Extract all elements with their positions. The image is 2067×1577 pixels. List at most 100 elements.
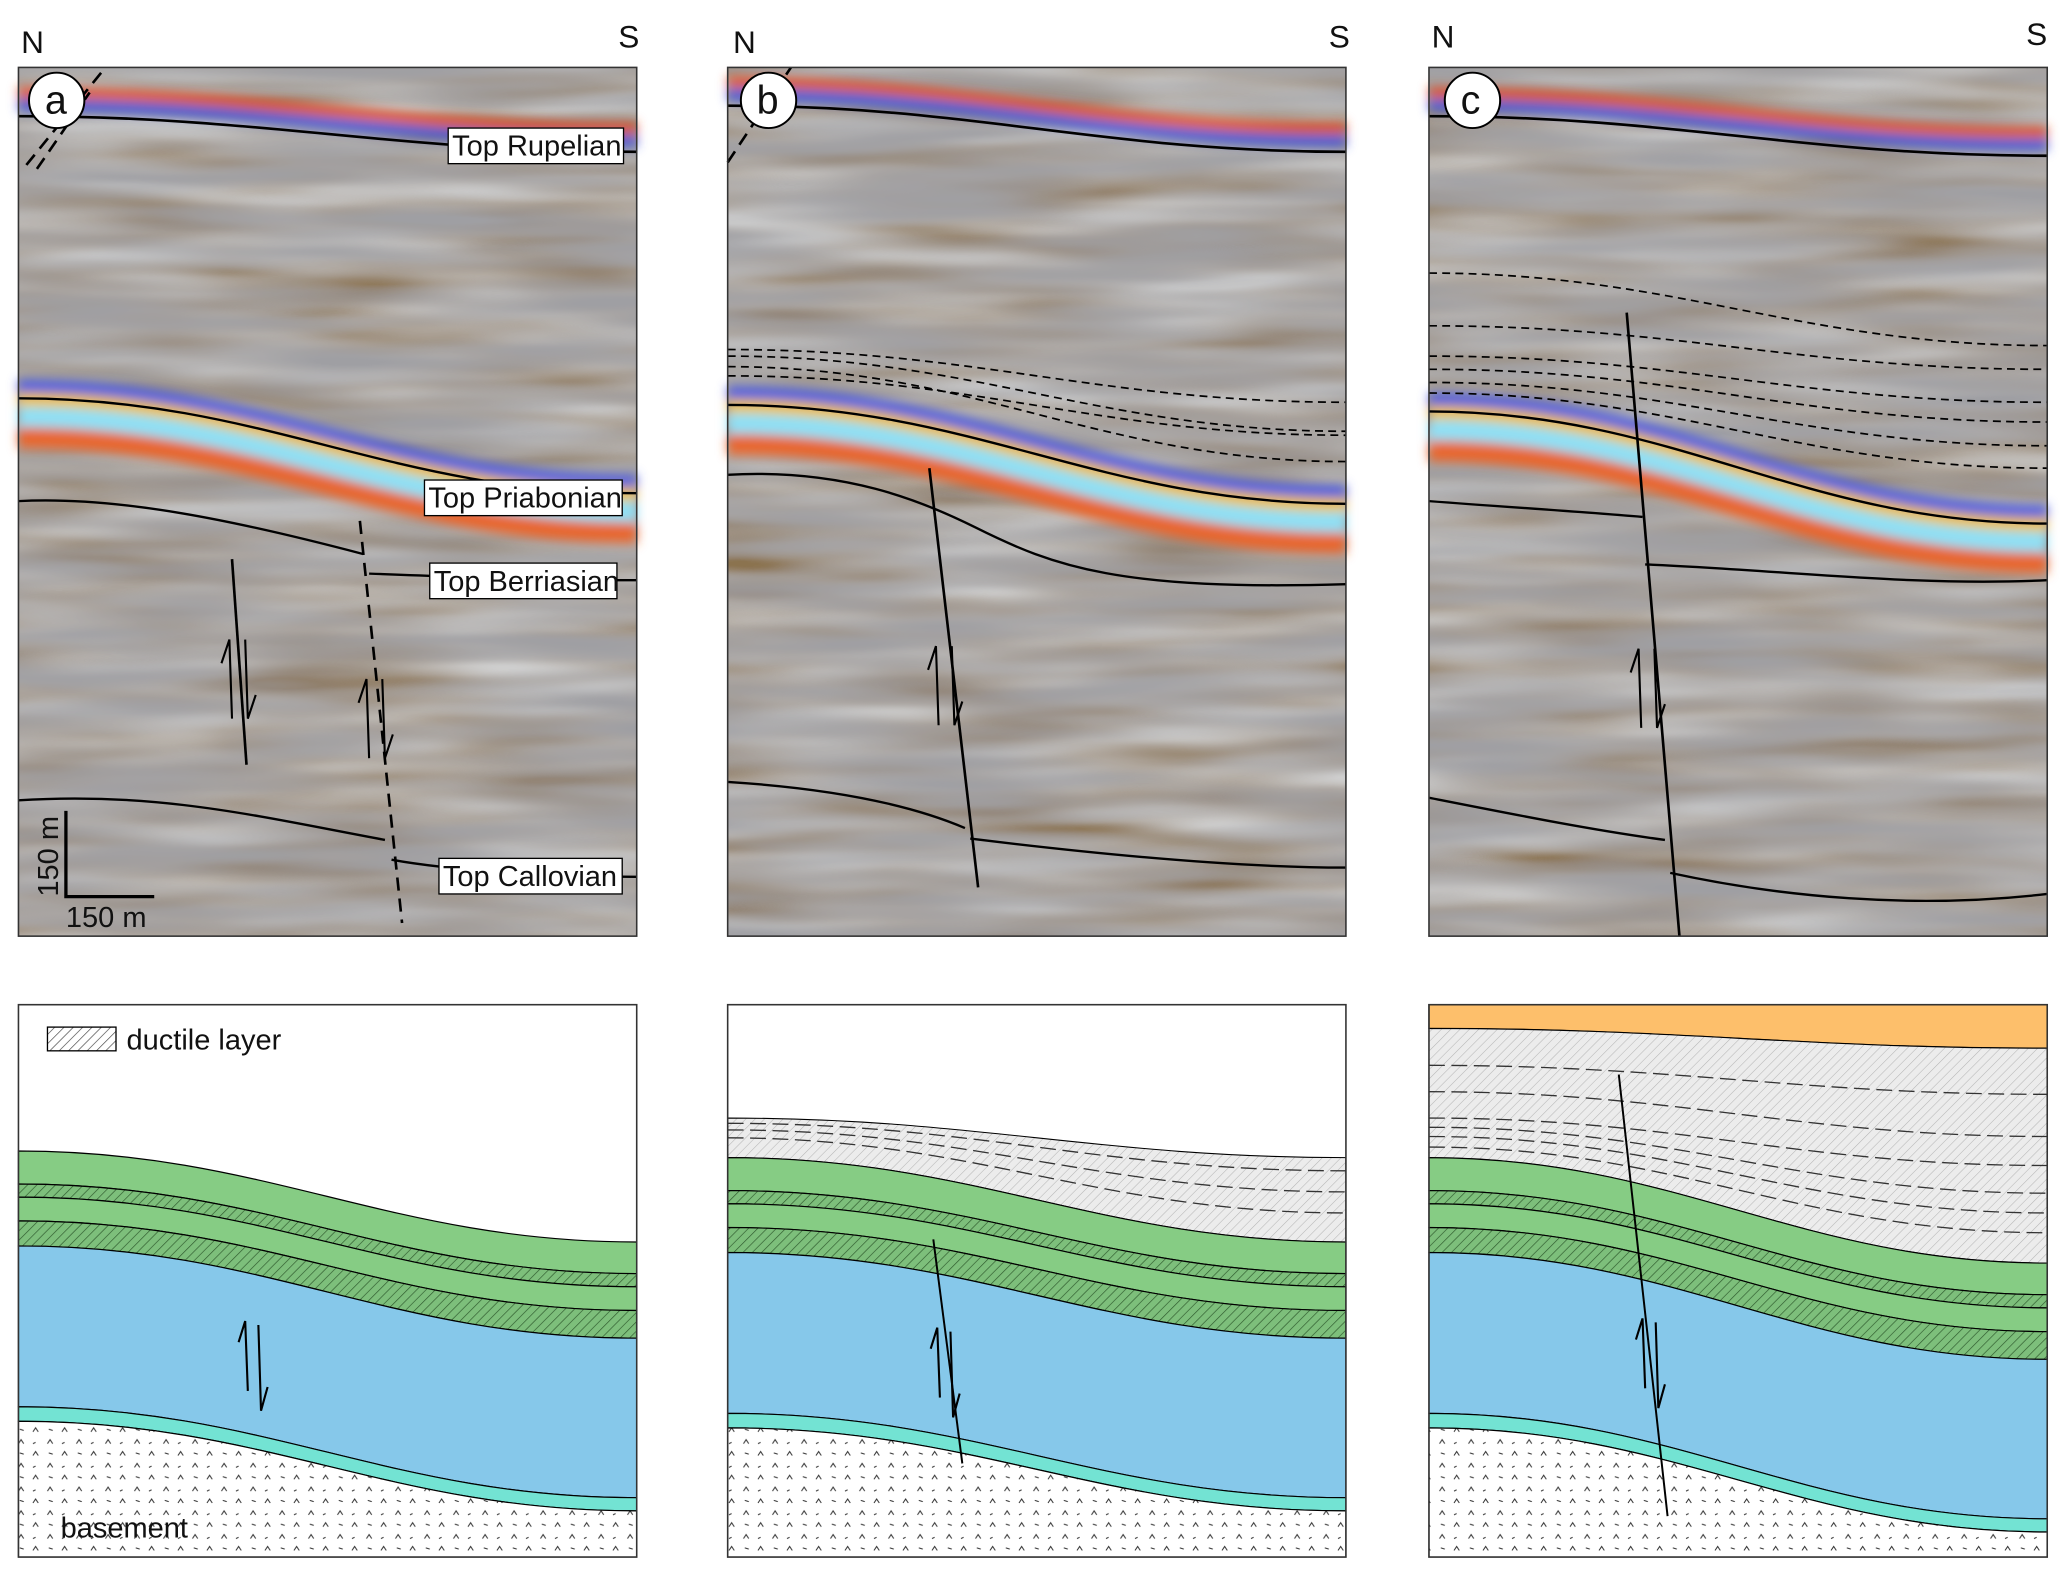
basement [727, 1427, 1347, 1558]
scale-horizontal-label: 150 m [66, 902, 147, 934]
dashed-horizon [1428, 355, 2048, 404]
fault-line [35, 91, 91, 170]
panel-frame [726, 66, 1347, 937]
north-label-c: N [1432, 19, 1455, 55]
red-band [1428, 440, 2048, 574]
upper-blue-band [1428, 100, 2048, 151]
legend-ductile-label: ductile layer [127, 1025, 282, 1057]
yellow-band [1428, 406, 2048, 532]
north-label-b: N [733, 24, 756, 60]
north-label-a: N [21, 24, 44, 60]
horizon-top-rupelian [1428, 114, 2048, 158]
label-top-rupelian: Top Rupelian [452, 131, 621, 163]
panel-frame [17, 66, 638, 937]
compass-labels: N S N S N S [21, 16, 2047, 60]
dashed-horizon [1428, 1117, 2048, 1167]
dashed-horizon [1428, 272, 2048, 347]
basement [1428, 1427, 2048, 1558]
upper-red-band [1428, 87, 2048, 138]
horizon-top-berriasian [727, 472, 1346, 587]
arrow-up [220, 639, 234, 719]
label-top-callovian: Top Callovian [443, 861, 617, 893]
cyan-band [727, 412, 1346, 533]
fault-motion-arrows-icon [1629, 648, 1666, 729]
fault-line [1617, 1074, 1669, 1517]
arrow-up [927, 645, 940, 726]
panel-frame [726, 1003, 1347, 1558]
ductile-legend-swatch [46, 1026, 117, 1052]
dashed-horizon [727, 375, 1346, 437]
red-band [727, 433, 1346, 554]
fault-motion-arrows-icon [1634, 1318, 1666, 1409]
arrow-down [381, 679, 394, 759]
horizon-top-callovian [727, 780, 1346, 869]
horizon-top-priabonian [1428, 410, 2048, 525]
south-label-b: S [1329, 19, 1350, 55]
model-panel-c [1428, 1003, 2049, 1558]
dashed-horizon [727, 1137, 1346, 1214]
dashed-horizon [1428, 1091, 2048, 1138]
horizon-top-berriasian [1428, 499, 2048, 583]
panel-frame [17, 1003, 638, 1558]
blue-band [727, 386, 1346, 499]
fault-motion-arrows-icon [927, 645, 964, 726]
arrow-down [1653, 648, 1666, 729]
blue-band [1428, 393, 2048, 519]
upper-red-band [18, 87, 637, 134]
label-top-priabonian: Top Priabonian [428, 483, 621, 515]
dashed-horizon [727, 348, 1346, 404]
arrow-down [244, 639, 257, 719]
dashed-horizon [1428, 368, 2048, 423]
basement [17, 1420, 638, 1558]
fault-line [358, 520, 404, 924]
dashed-horizon [1428, 324, 2048, 371]
dashed-horizon [1428, 1064, 2048, 1095]
dashed-horizon [727, 1122, 1346, 1172]
upper-red-band [727, 76, 1346, 134]
fault-motion-arrows-icon [357, 678, 394, 759]
model-panel-a [17, 1003, 638, 1558]
upper-blue-band [727, 89, 1346, 147]
seismic-panel-b [726, 66, 1347, 937]
dashed-horizon [1428, 1146, 2048, 1234]
arrow-up [357, 678, 371, 759]
panel-frame [1428, 1003, 2049, 1558]
arrow-down [950, 646, 964, 726]
model-panel-b [726, 1003, 1347, 1558]
fault-line [230, 559, 248, 765]
scale-bar: 150 m 150 m [33, 810, 155, 934]
south-label-a: S [618, 19, 639, 55]
panel-frame [1428, 66, 2049, 937]
dashed-horizon [1428, 392, 2048, 470]
panel-label-c: c [1461, 79, 1481, 123]
label-top-berriasian: Top Berriasian [434, 566, 619, 598]
dashed-horizon [1428, 381, 2048, 447]
scale-vertical-label: 150 m [33, 816, 65, 897]
panel-letters: a b c [28, 71, 1502, 130]
horizon-top-rupelian [727, 104, 1346, 154]
dashed-horizon [727, 355, 1346, 433]
horizon-labels: Top Rupelian Top Priabonian Top Berriasi… [423, 127, 625, 895]
dashed-horizon [727, 365, 1346, 463]
yellow-band [18, 393, 637, 502]
blue-band [18, 379, 637, 488]
amplitude-bands [727, 76, 1346, 554]
fault-motion-arrows-icon [237, 1320, 269, 1411]
legend: ductile layer [46, 1025, 282, 1057]
horizon-top-callovian [1428, 796, 2048, 903]
fault-line [932, 1239, 964, 1464]
amplitude-bands [1428, 87, 2048, 574]
cyan-band [1428, 419, 2048, 553]
panel-label-a: a [45, 79, 67, 123]
south-label-c: S [2026, 16, 2047, 52]
seismic-panel-c [1428, 66, 2049, 937]
dashed-horizon [1428, 1126, 2048, 1194]
yellow-band [727, 399, 1346, 512]
fault-motion-arrows-icon [929, 1327, 961, 1418]
dashed-horizon [727, 1129, 1346, 1193]
horizon-top-priabonian [727, 403, 1346, 505]
fault-motion-arrows-icon [220, 639, 257, 719]
fault-line [1625, 312, 1681, 937]
dashed-horizon [1428, 1135, 2048, 1214]
